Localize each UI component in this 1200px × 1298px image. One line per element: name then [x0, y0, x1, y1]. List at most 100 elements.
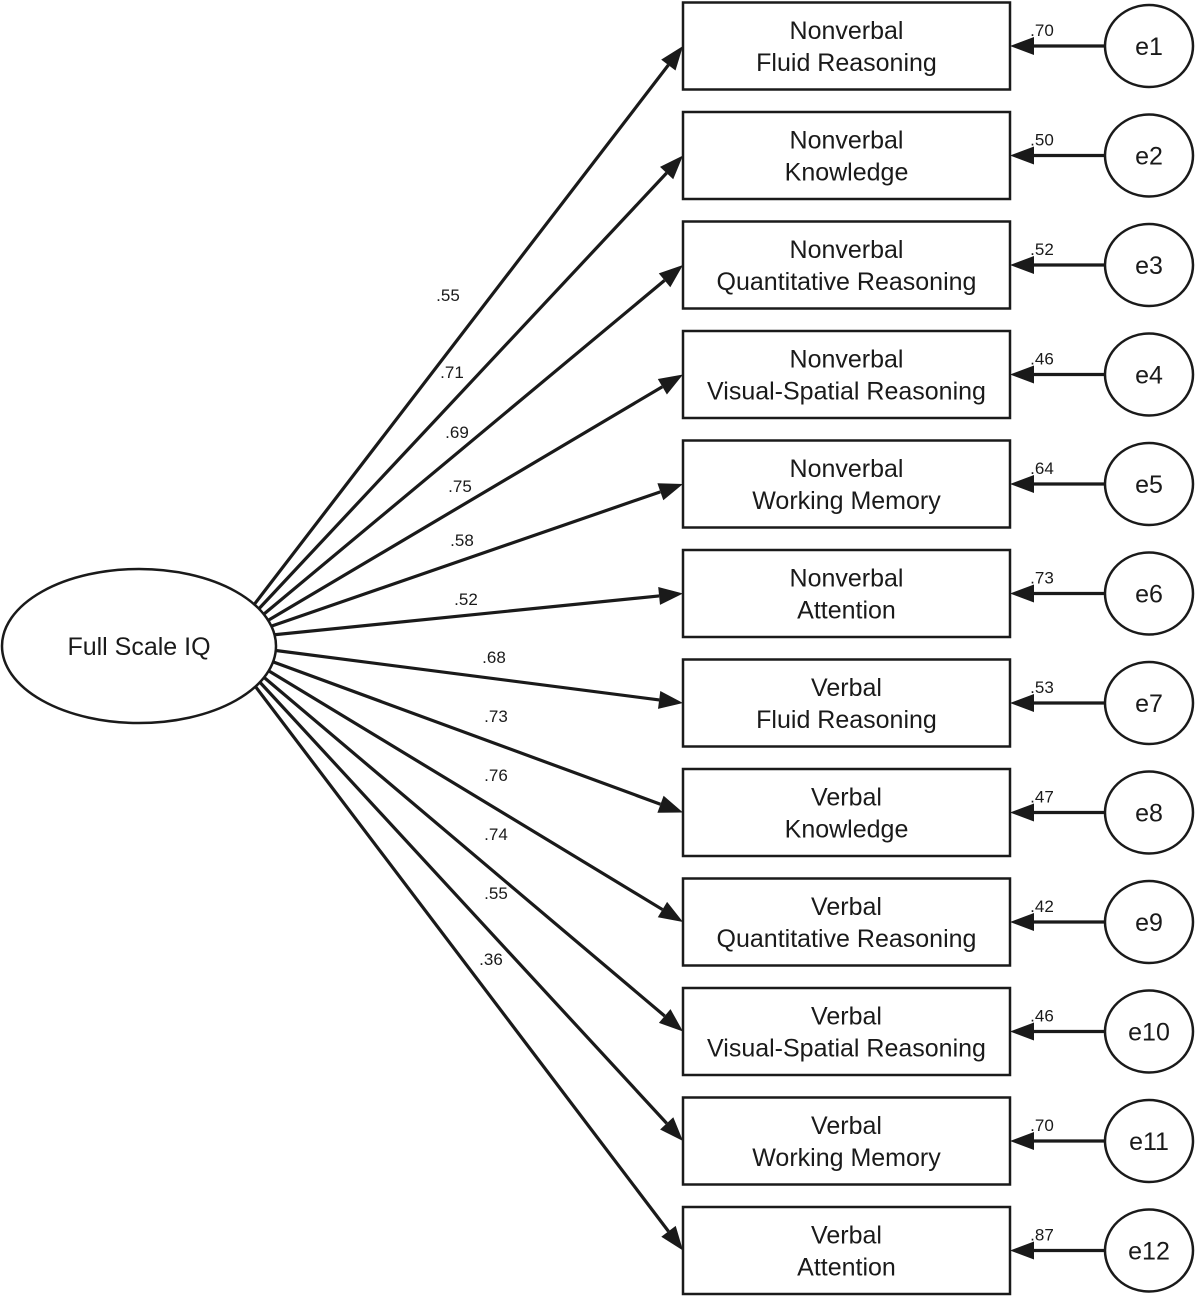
error-label: e12 — [1128, 1238, 1170, 1266]
error-loading-label-6: .73 — [1030, 569, 1054, 588]
error-term-11: e11 — [1103, 1098, 1195, 1184]
factor-loading-paths: .55.71.69.75.58.52.68.73.76.74.55.36 — [248, 46, 683, 1251]
error-path-7-arrowhead — [1010, 694, 1034, 712]
loading-path-3-arrowhead — [658, 265, 683, 288]
indicator-line1: Nonverbal — [790, 455, 904, 483]
error-circle — [1103, 989, 1195, 1074]
indicator-line2: Quantitative Reasoning — [717, 268, 977, 296]
loading-label-12: .36 — [479, 950, 503, 969]
indicator-line1: Verbal — [811, 1112, 882, 1140]
error-term-8: e8 — [1103, 770, 1195, 855]
loading-path-8-arrowhead — [657, 795, 683, 813]
error-loading-label-3: .52 — [1030, 240, 1054, 259]
indicator-box — [681, 110, 1012, 201]
indicator-line1: Nonverbal — [790, 236, 904, 264]
indicator-line2: Fluid Reasoning — [756, 706, 937, 734]
error-term-7: e7 — [1103, 660, 1195, 746]
error-label: e5 — [1135, 471, 1163, 499]
indicator-line2: Working Memory — [752, 487, 941, 515]
error-term-9: e9 — [1103, 879, 1195, 965]
error-label: e2 — [1135, 143, 1163, 171]
loading-path-11-arrowhead — [660, 1117, 683, 1141]
error-loading-label-11: .70 — [1030, 1116, 1054, 1135]
loading-label-6: .52 — [454, 590, 478, 609]
error-term-10: e10 — [1103, 989, 1195, 1074]
loading-path-1-arrowhead — [661, 46, 683, 71]
loading-path-9-line — [263, 666, 664, 911]
indicator-line2: Attention — [797, 1254, 896, 1282]
indicator-line2: Fluid Reasoning — [756, 49, 937, 77]
loading-path-5-arrowhead — [657, 483, 683, 501]
loading-path-6-line — [271, 594, 660, 637]
indicator-line2: Knowledge — [785, 159, 909, 187]
factor-label: Full Scale IQ — [67, 633, 210, 661]
loading-path-2-line — [252, 171, 668, 616]
indicator-box — [681, 767, 1012, 858]
error-path-2-arrowhead — [1010, 146, 1034, 165]
error-label: e11 — [1129, 1128, 1169, 1156]
indicator-line2: Working Memory — [752, 1144, 941, 1172]
factor-ellipse — [0, 567, 278, 725]
indicator-box — [681, 1, 1012, 91]
loading-label-7: .68 — [482, 648, 506, 667]
error-loading-label-9: .42 — [1030, 897, 1054, 916]
error-loading-label-7: .53 — [1030, 678, 1054, 697]
indicator-line1: Verbal — [811, 1222, 882, 1250]
error-term-12: e12 — [1103, 1208, 1195, 1293]
error-label: e3 — [1135, 252, 1163, 280]
error-path-5-arrowhead — [1010, 475, 1034, 493]
indicator-line2: Visual-Spatial Reasoning — [707, 1035, 986, 1063]
error-label: e4 — [1135, 362, 1163, 390]
loading-path-1-line — [248, 64, 670, 611]
error-path-6-arrowhead — [1010, 584, 1034, 603]
error-path-8-arrowhead — [1010, 803, 1034, 822]
loading-label-4: .75 — [448, 477, 472, 496]
error-paths: .70.50.52.46.64.73.53.47.42.46.70.87 — [1010, 21, 1105, 1260]
error-term-4: e4 — [1103, 332, 1195, 417]
loading-path-12-arrowhead — [661, 1225, 683, 1251]
error-circle — [1103, 1098, 1195, 1184]
loading-path-7-arrowhead — [658, 691, 683, 709]
loading-label-9: .76 — [484, 766, 508, 785]
loading-label-8: .73 — [484, 707, 508, 726]
loading-label-2: .71 — [440, 363, 464, 382]
indicator-line2: Quantitative Reasoning — [717, 925, 977, 953]
loading-label-3: .69 — [445, 423, 469, 442]
indicator-line1: Nonverbal — [790, 127, 904, 155]
indicator-box — [681, 658, 1012, 748]
indicator-line1: Verbal — [811, 1003, 882, 1031]
loading-path-11-line — [254, 676, 668, 1125]
indicator-box — [681, 1205, 1012, 1296]
error-circle — [1103, 1208, 1195, 1293]
indicator-line2: Visual-Spatial Reasoning — [707, 378, 986, 406]
loading-path-5-line — [265, 490, 661, 630]
error-path-11-arrowhead — [1010, 1132, 1034, 1150]
indicator-line2: Knowledge — [785, 816, 909, 844]
error-label: e6 — [1135, 581, 1163, 609]
indicator-line1: Verbal — [811, 674, 882, 702]
error-circle — [1103, 222, 1195, 308]
error-path-10-arrowhead — [1010, 1022, 1034, 1041]
loading-path-10-line — [258, 672, 666, 1018]
error-label: e9 — [1135, 909, 1163, 937]
error-circle — [1103, 441, 1195, 527]
indicator-box — [681, 329, 1012, 420]
loading-path-10-arrowhead — [658, 1009, 683, 1032]
loading-label-10: .74 — [484, 825, 508, 844]
indicator-line1: Nonverbal — [790, 17, 904, 45]
error-loading-label-4: .46 — [1030, 350, 1054, 369]
loading-path-7-line — [271, 648, 660, 702]
indicator-box — [681, 220, 1012, 310]
indicator-line1: Nonverbal — [790, 346, 904, 374]
error-path-12-arrowhead — [1010, 1241, 1034, 1260]
error-circle — [1103, 3, 1195, 89]
error-path-3-arrowhead — [1010, 256, 1034, 274]
